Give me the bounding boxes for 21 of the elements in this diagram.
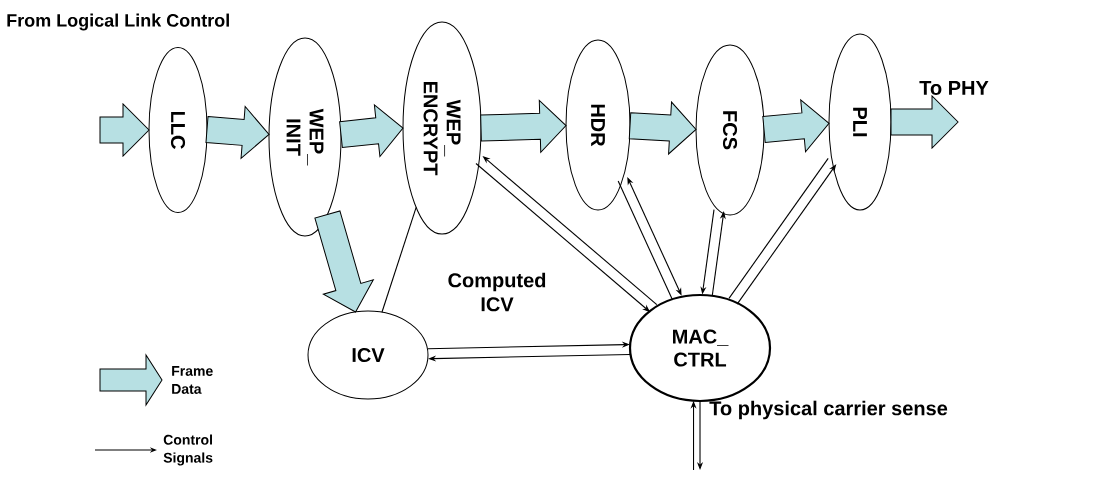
block-arrow xyxy=(205,106,270,159)
block-arrow xyxy=(890,95,959,149)
ellipse-node: ICV xyxy=(307,310,429,400)
label: From Logical Link Control xyxy=(7,13,229,31)
legend-label: Control Signals xyxy=(163,434,213,466)
label: To physical carrier sense xyxy=(709,400,948,420)
block-arrow xyxy=(314,210,374,313)
ellipse-node: PLI xyxy=(828,33,892,211)
block-arrow xyxy=(480,99,567,153)
label: Computed ICV xyxy=(448,272,546,312)
ellipse-node: WEP_ INIT xyxy=(268,37,342,237)
block-arrow xyxy=(99,103,150,157)
label: To PHY xyxy=(919,81,989,95)
ellipse-node: HDR xyxy=(565,39,631,211)
block-arrow xyxy=(762,99,830,153)
block-arrow xyxy=(628,101,697,155)
ellipse-node: FCS xyxy=(695,44,765,216)
ellipse-node: LLC xyxy=(148,47,208,213)
ellipse-node: WEP_ ENCRYPT xyxy=(402,21,482,235)
block-arrow xyxy=(339,104,404,158)
legend-label: Frame Data xyxy=(172,366,213,394)
